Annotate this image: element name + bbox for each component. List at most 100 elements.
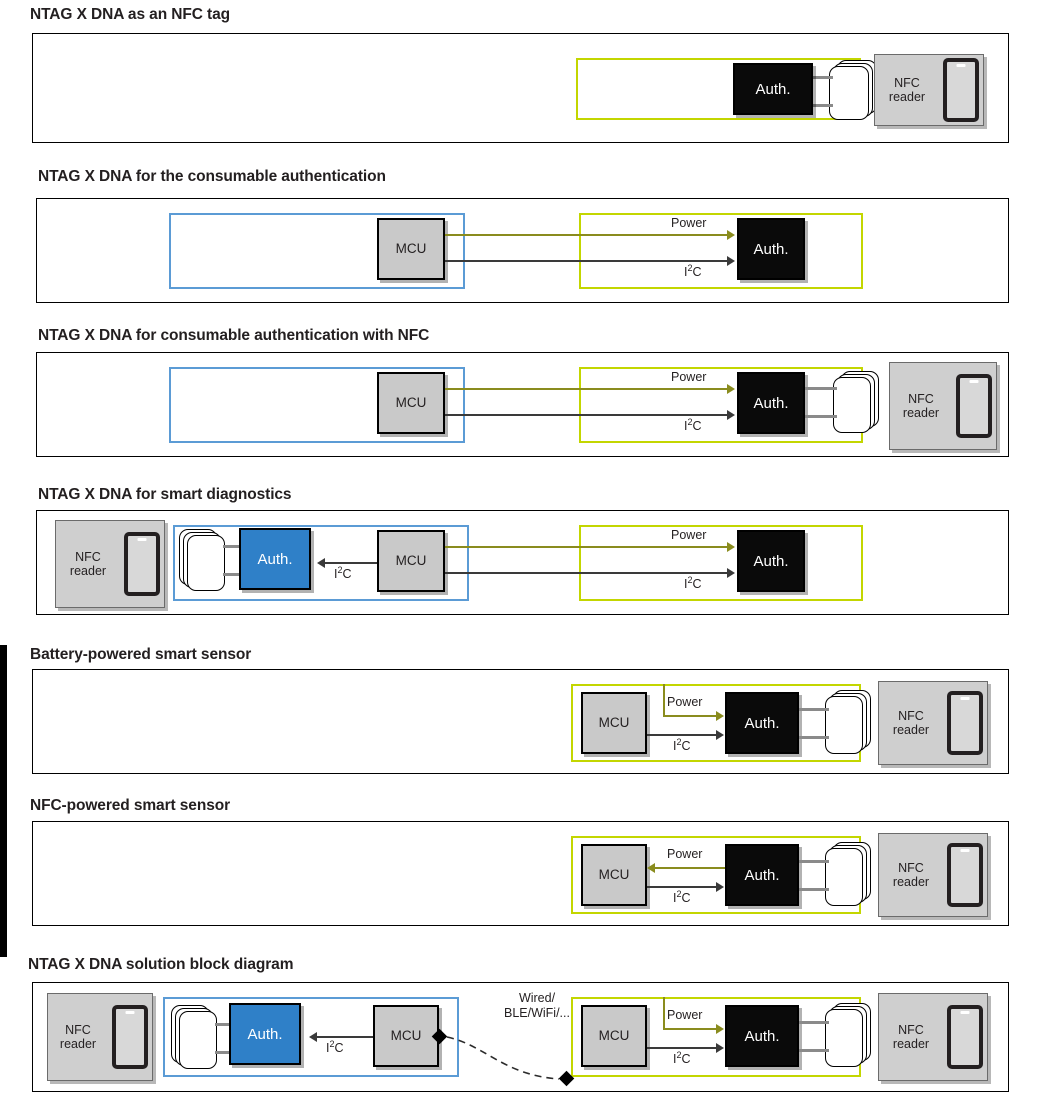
power-arrowhead [716, 711, 724, 721]
nfc-antenna-icon-right [825, 1003, 873, 1067]
antenna-lead-top-left [215, 1023, 233, 1026]
power-label: Power [667, 1008, 703, 1022]
i2c-arrowhead [727, 568, 735, 578]
phone-icon [947, 1005, 983, 1069]
nfc-reader-label-line1: NFC [898, 709, 924, 723]
mcu-block-right: MCU [581, 1005, 647, 1067]
section-panel: MCU Auth. Power I2C NFC [32, 669, 1009, 774]
power-connection-line [655, 867, 725, 869]
antenna-lead-bottom [799, 736, 829, 739]
mcu-block-left: MCU [373, 1005, 439, 1067]
nfc-reader-label-line1: NFC [65, 1023, 91, 1037]
nfc-reader: NFC reader [878, 681, 988, 765]
i2c-connection-line [445, 414, 728, 416]
power-label: Power [671, 528, 707, 542]
phone-icon [947, 691, 983, 755]
section-panel: MCU Auth. Power I2C NFC reader [36, 352, 1009, 457]
section-consumable-authentication-with-nfc: NTAG X DNA for consumable authentication… [0, 318, 1051, 476]
auth-block-blue: Auth. [239, 528, 311, 590]
phone-icon [947, 843, 983, 907]
auth-block-blue: Auth. [229, 1003, 301, 1065]
antenna-lead-top [811, 76, 833, 79]
device-group-blue [169, 213, 465, 289]
device-group-green [579, 525, 863, 601]
i2c-label-prefix: I [684, 265, 688, 279]
i2c-connection-line-left [325, 562, 377, 564]
nfc-antenna-icon-left [171, 1005, 219, 1069]
auth-block: Auth. [725, 844, 799, 906]
nfc-antenna-icon [833, 371, 881, 433]
i2c-label-sup: 2 [676, 888, 682, 899]
section-consumable-authentication: NTAG X DNA for the consumable authentica… [0, 158, 1051, 318]
nfc-reader-label-line2: reader [892, 723, 930, 737]
mcu-block: MCU [377, 530, 445, 592]
i2c-label: I2C [673, 737, 691, 753]
nfc-reader: NFC reader [55, 520, 165, 608]
i2c-arrowhead [727, 256, 735, 266]
i2c-label-sup: 2 [687, 416, 693, 427]
i2c-arrowhead [716, 882, 724, 892]
nfc-reader-label-line2: reader [902, 406, 940, 420]
i2c-label-suffix: C [692, 265, 702, 279]
phone-icon [956, 374, 992, 438]
i2c-connection-line-left [317, 1036, 373, 1038]
device-group-blue [163, 997, 459, 1077]
nfc-reader-label-line2: reader [892, 875, 930, 889]
nfc-reader-label-line1: NFC [894, 76, 920, 90]
section-panel: MCU Auth. Power I2C NFC rea [32, 821, 1009, 926]
power-arrowhead [716, 1024, 724, 1034]
mcu-block: MCU [377, 372, 445, 434]
power-label: Power [667, 847, 703, 861]
i2c-label-prefix: I [673, 891, 677, 905]
i2c-arrowhead-left [317, 558, 325, 568]
section-nfc-tag: NTAG X DNA as an NFC tag Auth. NFC reade… [0, 0, 1051, 158]
antenna-lead-top [223, 545, 243, 548]
section-title: NTAG X DNA for consumable authentication… [38, 327, 430, 344]
i2c-label-suffix: C [334, 1041, 344, 1055]
i2c-connection-line [647, 734, 717, 736]
power-connection-line [445, 388, 728, 390]
section-solution-block-diagram: NTAG X DNA solution block diagram NFC re… [0, 940, 1051, 1116]
i2c-label-sup: 2 [676, 1049, 682, 1060]
auth-block: Auth. [737, 372, 805, 434]
phone-icon [112, 1005, 148, 1069]
power-arrowhead [727, 384, 735, 394]
power-label: Power [671, 370, 707, 384]
antenna-lead-top-right [799, 1021, 829, 1024]
i2c-connection-line [647, 1047, 717, 1049]
section-panel: Auth. NFC reader [32, 33, 1009, 143]
device-group-blue [169, 367, 465, 443]
i2c-label-suffix: C [342, 567, 352, 581]
auth-block: Auth. [725, 692, 799, 754]
power-connection-riser [663, 684, 665, 716]
power-arrowhead [727, 230, 735, 240]
section-panel: NFC reader Auth. MCU I2C [32, 982, 1009, 1092]
i2c-label-suffix: C [681, 891, 691, 905]
section-battery-powered-smart-sensor: Battery-powered smart sensor MCU Auth. P… [0, 636, 1051, 788]
section-panel: MCU Auth. Power I2C [36, 198, 1009, 303]
nfc-reader-label-line2: reader [892, 1037, 930, 1051]
antenna-lead-bottom [811, 104, 833, 107]
i2c-label: I2C [684, 416, 702, 433]
power-connection-riser [663, 997, 665, 1029]
i2c-arrowhead [716, 1043, 724, 1053]
nfc-reader-label-line2: reader [69, 564, 107, 578]
antenna-lead-top [799, 860, 829, 863]
section-title: NTAG X DNA for the consumable authentica… [38, 168, 386, 185]
antenna-lead-bottom-right [799, 1049, 829, 1052]
power-connection-line [663, 1028, 717, 1030]
phone-icon [943, 58, 979, 122]
i2c-label-sup: 2 [687, 262, 693, 273]
device-group-green [576, 58, 861, 120]
power-connection-line [445, 234, 728, 236]
auth-block: Auth. [737, 530, 805, 592]
section-smart-diagnostics: NTAG X DNA for smart diagnostics NFC rea… [0, 476, 1051, 636]
wired-link-label: Wired/ BLE/WiFi/... [467, 991, 607, 1021]
i2c-label: I2C [673, 1049, 691, 1066]
i2c-label-suffix: C [681, 1052, 691, 1066]
section-title: NFC-powered smart sensor [30, 797, 231, 814]
section-panel: NFC reader Auth. MCU Auth. I2C [36, 510, 1009, 615]
section-title: Battery-powered smart sensor [30, 646, 252, 663]
i2c-connection-line [445, 260, 728, 262]
